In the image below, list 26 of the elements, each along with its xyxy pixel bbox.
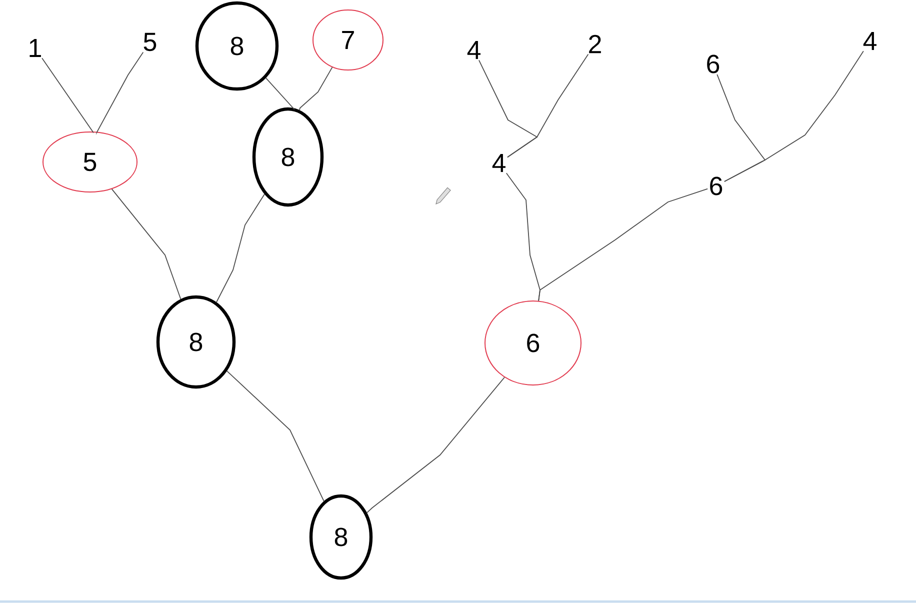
number: 1 [30,39,41,57]
number: 4 [863,32,876,50]
circled-number: 8 [309,494,373,580]
connector-line [366,376,505,514]
number: 5 [144,32,156,52]
number: 6 [707,54,720,74]
connector-line [299,66,333,111]
circled-number: 8 [156,295,236,389]
connector-line [96,52,144,135]
number: 2 [589,34,601,54]
connector-line [226,370,324,502]
connector-line [111,188,182,300]
connector-line [538,188,708,302]
number: 4 [492,154,506,172]
number: 6 [710,176,722,196]
circled-number: 8 [195,1,279,91]
circled-number: 7 [312,10,384,70]
connector-line [506,54,589,158]
circled-number: 6 [484,300,582,386]
connector-line [216,194,265,303]
number: 4 [467,41,480,59]
connector-line [42,58,94,134]
connector-line [266,78,295,110]
circled-number: 8 [252,107,324,207]
connector-line [724,50,864,182]
circled-number: 5 [42,132,138,192]
